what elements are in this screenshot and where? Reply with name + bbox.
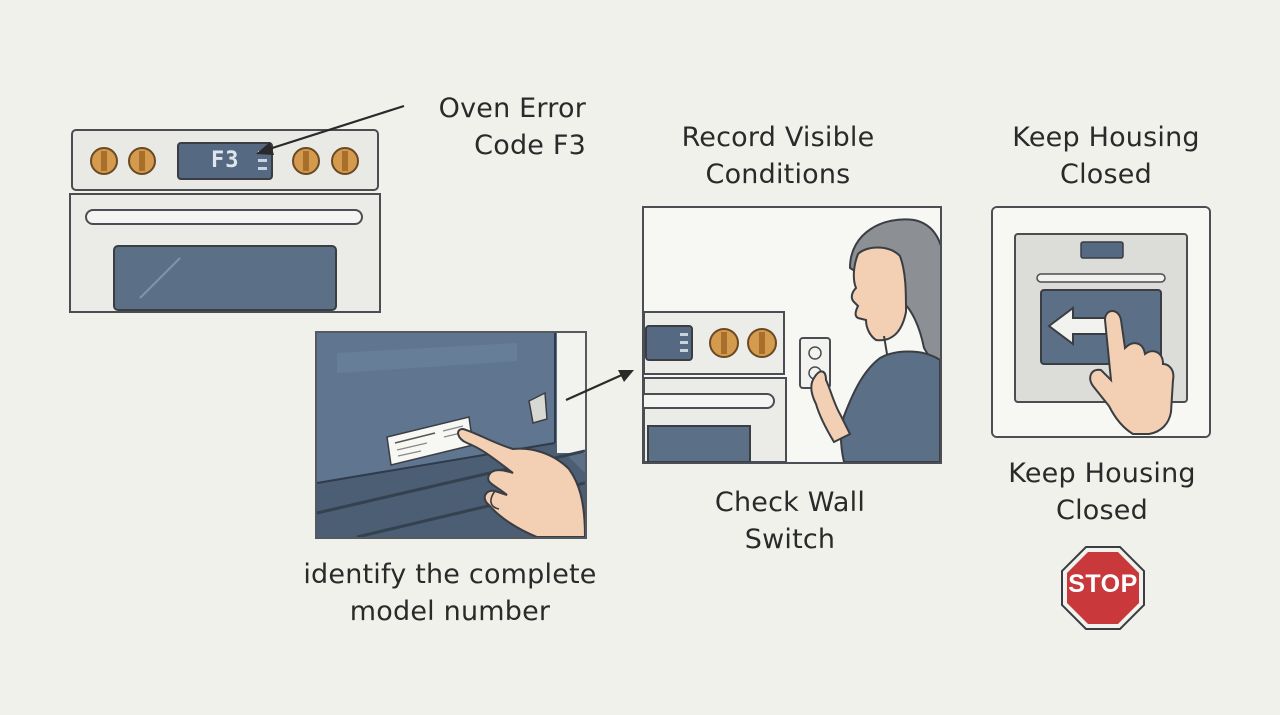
arrow-icon [250,100,410,160]
stop-sign-icon [1060,545,1146,631]
model-label-panel [315,331,587,539]
check-wall-switch-label: Check Wall Switch [714,487,866,555]
pointing-hand-icon [1089,310,1175,435]
housing-panel [991,206,1211,438]
stop-sign-text: STOP [1068,570,1138,598]
knob-icon [90,147,156,175]
pointing-hand-icon [457,427,585,537]
error-code-display: F3 [211,148,240,173]
identify-model-label: identify the complete model number [303,559,597,627]
keep-housing-bottom-label: Keep Housing Closed [1008,458,1196,526]
wall-switch-panel [642,206,942,464]
keep-housing-top-label: Keep Housing Closed [1012,122,1200,190]
oven-error-label: Oven Error Code F3 [438,93,586,161]
record-conditions-label: Record Visible Conditions [681,122,875,190]
person-illustration [810,218,940,462]
oven-range-illustration [60,118,390,323]
arrow-icon [562,362,642,406]
